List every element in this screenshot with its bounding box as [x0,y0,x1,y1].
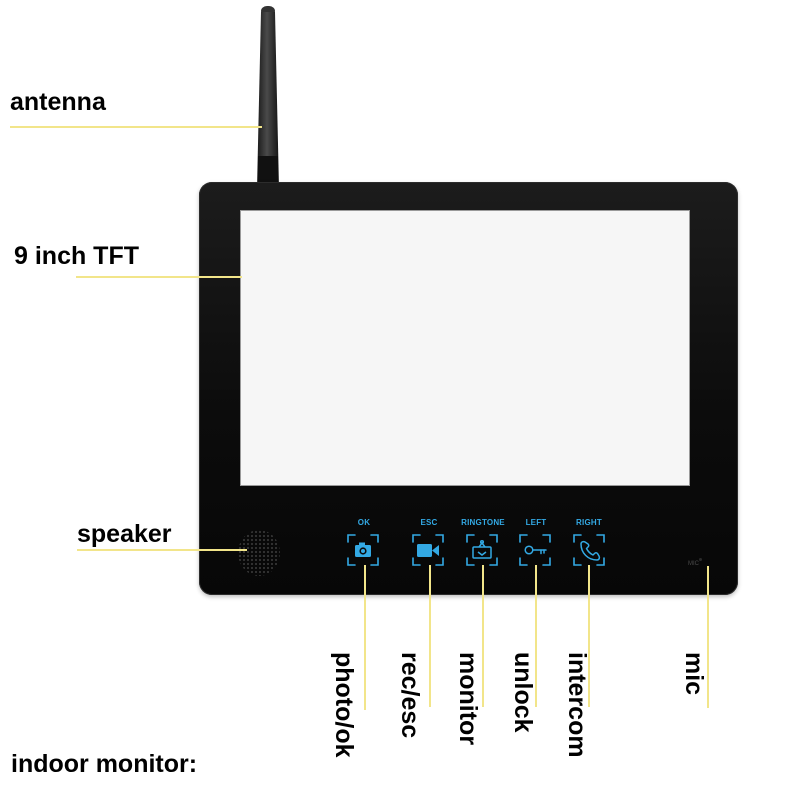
tft-screen [240,210,690,486]
monitor-icon [466,534,498,566]
callout-line-unlock [535,565,537,707]
key-icon [519,534,551,566]
button-label-ringtone: RINGTONE [461,518,505,527]
button-label-ok: OK [357,518,371,527]
speaker-grille [238,530,280,576]
callout-line-speaker [77,549,247,551]
antenna [256,6,282,188]
callout-line-intercom [588,565,590,707]
right-button[interactable] [572,533,606,567]
button-label-left: LEFT [525,518,547,527]
label-unlock: unlock [509,652,537,733]
video-camera-icon [412,534,444,566]
esc-button[interactable] [411,533,445,567]
button-label-esc: ESC [420,518,438,527]
callout-antenna: antenna [10,88,106,116]
label-mic: mic [680,652,708,696]
callout-line-mic [707,566,709,708]
mic-hole [699,558,702,561]
callout-tft: 9 inch TFT [14,242,139,270]
label-intercom: intercom [563,652,591,758]
callout-line-tft [76,276,242,278]
mic-device-text: MIC [688,561,699,567]
callout-speaker: speaker [77,520,172,548]
phone-icon [573,534,605,566]
label-photo-ok: photo/ok [330,652,358,758]
ringtone-button[interactable] [465,533,499,567]
left-button[interactable] [518,533,552,567]
callout-line-monitor [482,565,484,707]
footer-title: indoor monitor: [11,750,198,778]
callout-line-rec-esc [429,565,431,707]
label-rec-esc: rec/esc [396,652,424,739]
camera-icon [347,534,379,566]
label-monitor: monitor [454,652,482,746]
callout-line-antenna [10,126,262,128]
button-label-right: RIGHT [576,518,602,527]
ok-button[interactable] [346,533,380,567]
callout-line-photo-ok [364,565,366,710]
